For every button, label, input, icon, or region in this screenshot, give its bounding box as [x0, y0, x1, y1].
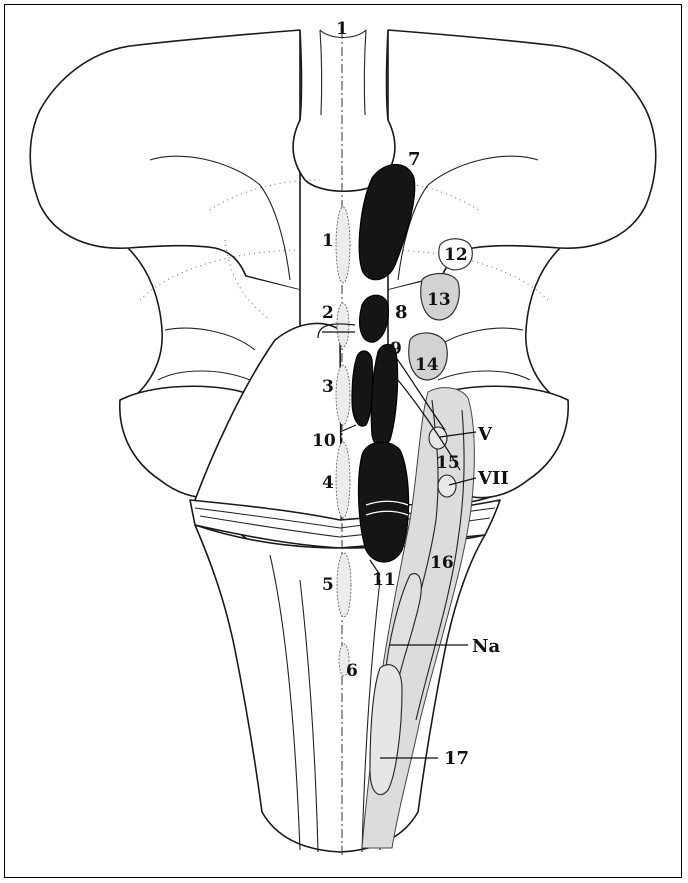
label-VII: VII [477, 468, 509, 489]
left-hemisphere-outline [30, 30, 300, 290]
label-13: 13 [427, 290, 451, 310]
label-8: 8 [395, 302, 408, 323]
label-11: 11 [372, 570, 396, 590]
nucleus-5 [337, 553, 351, 617]
label-14: 14 [415, 355, 439, 375]
nucleus-2 [337, 303, 349, 347]
nucleus-4 [336, 442, 350, 518]
nucleus-VII [438, 475, 456, 497]
label-9: 9 [390, 339, 402, 359]
label-7: 7 [408, 149, 421, 170]
label-1: 1 [322, 231, 334, 251]
right-hemisphere-outline [388, 30, 656, 290]
label-15: 15 [436, 453, 460, 473]
nucleus-11 [359, 442, 409, 562]
label-10: 10 [312, 431, 336, 451]
label-2: 2 [322, 303, 334, 323]
label-V: V [477, 424, 493, 445]
label-12: 12 [444, 245, 468, 265]
label-3: 3 [322, 377, 334, 397]
central-block-outline [293, 30, 395, 191]
nucleus-10 [352, 351, 373, 426]
brain-outline [30, 30, 656, 852]
label-4: 4 [322, 473, 334, 493]
label-5: 5 [322, 575, 334, 595]
label-Na: Na [472, 636, 500, 657]
label-6: 6 [346, 661, 358, 681]
label-top: 1 [336, 19, 348, 39]
label-16: 16 [430, 553, 454, 573]
nucleus-1 [336, 207, 350, 283]
nucleus-8 [360, 295, 389, 342]
nucleus-3 [336, 365, 350, 425]
label-17: 17 [444, 748, 469, 769]
